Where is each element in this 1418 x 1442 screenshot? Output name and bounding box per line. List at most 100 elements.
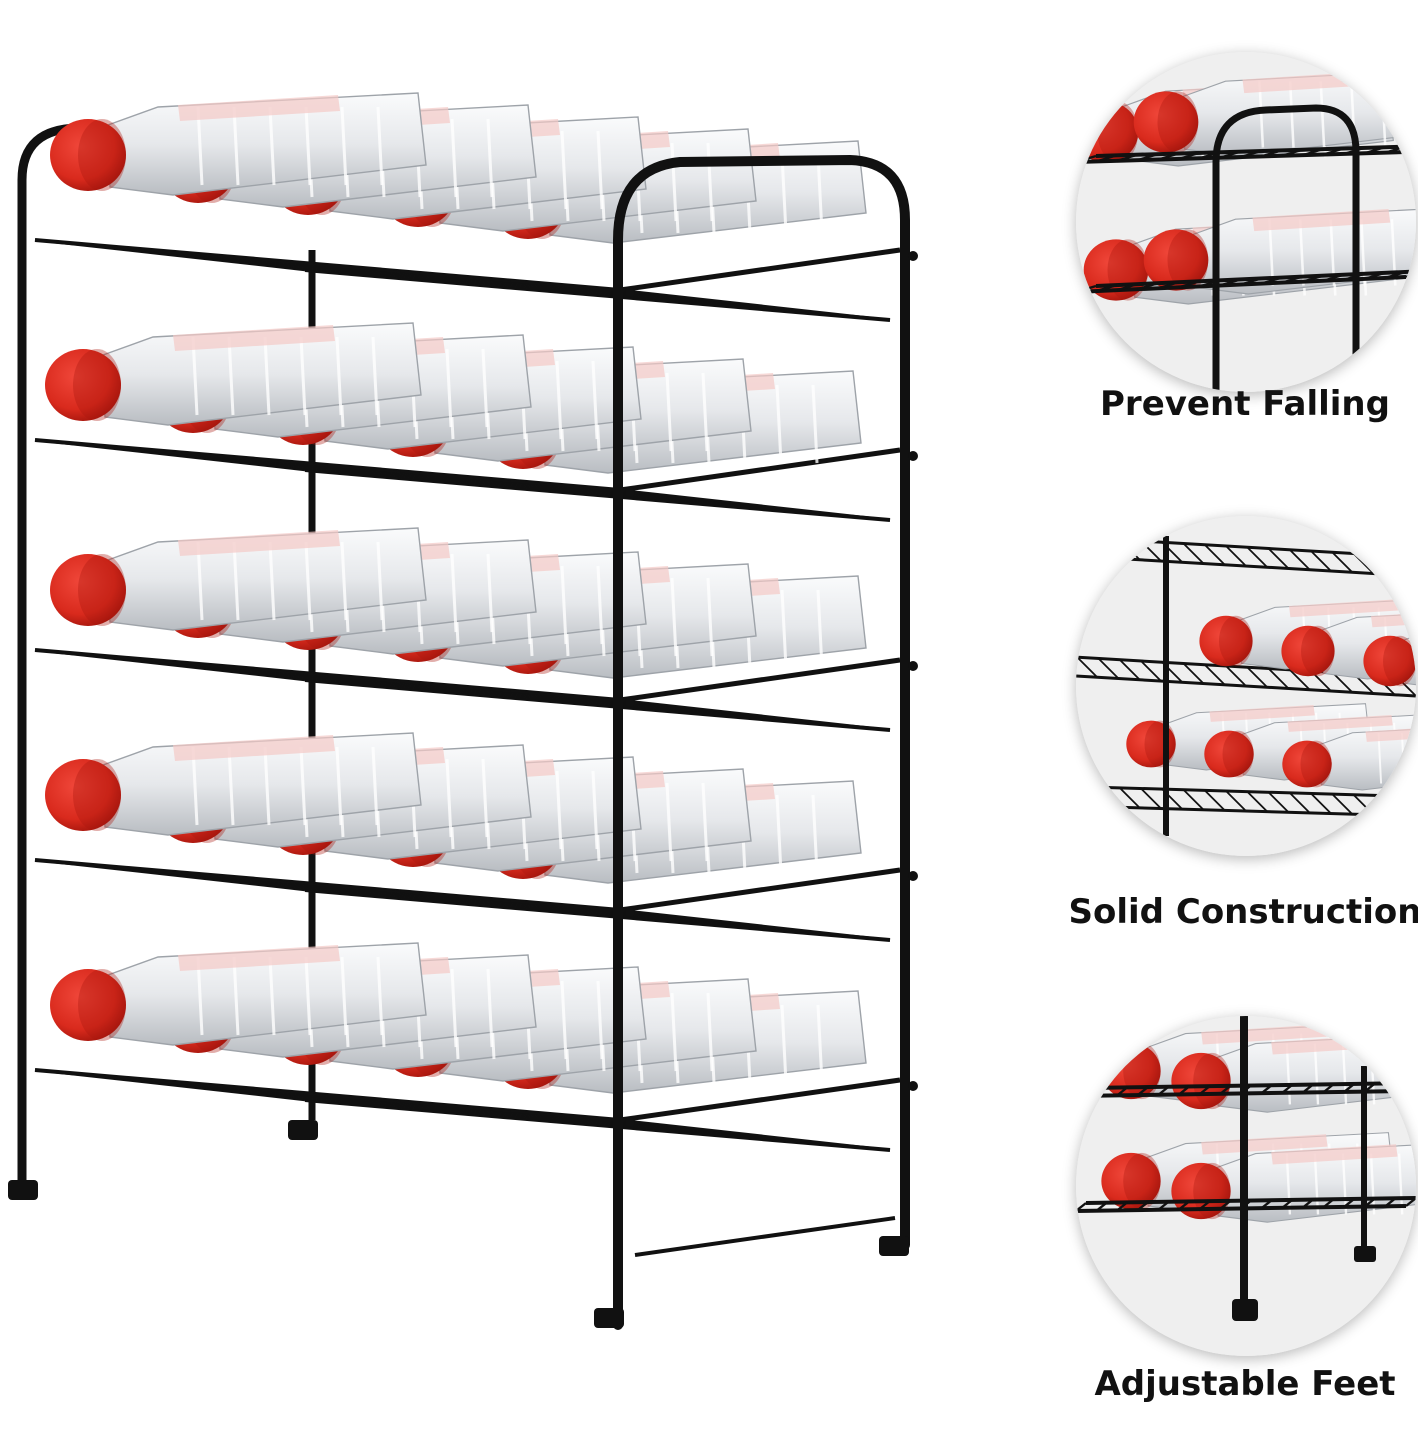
bottle-rib	[1258, 81, 1265, 148]
bottle-label	[178, 945, 340, 971]
shelf-wire	[1076, 154, 1097, 164]
shelf-wire	[1137, 152, 1159, 162]
solid-construction-label: Solid Construction	[1068, 892, 1418, 932]
bottle-cap	[1076, 101, 1139, 163]
bottle-rib	[1341, 1043, 1348, 1105]
water-bottle	[45, 732, 422, 836]
shelf-wire	[1096, 283, 1117, 293]
bottle-rib	[371, 746, 379, 826]
bottle-cap	[1282, 740, 1332, 788]
shelf-wire	[1097, 657, 1120, 680]
bottle-rib	[340, 541, 348, 621]
bottle-label	[1271, 1034, 1398, 1055]
water-bottle	[50, 527, 427, 631]
shelf-wire	[1385, 145, 1406, 154]
shelf-wire	[1225, 545, 1247, 567]
bottle-cap	[1143, 229, 1209, 291]
bottle-cap	[1204, 730, 1254, 778]
bottle-cap-rim	[1300, 740, 1332, 788]
shelf-wire	[1204, 664, 1226, 686]
bottle-cap-rim	[1383, 635, 1416, 687]
prevent-falling-detail-image	[1076, 52, 1416, 392]
bottle-cap-rim	[1193, 1162, 1231, 1220]
bottle-rib	[591, 770, 599, 850]
bottle-rib	[335, 336, 343, 416]
bottle-rib	[1369, 1043, 1376, 1105]
shelf-wire	[1260, 1084, 1273, 1095]
shelf-wire	[1158, 281, 1179, 290]
shelf-wire	[1281, 275, 1303, 284]
bottle-rib	[1400, 732, 1406, 784]
shelf-wire	[1095, 1201, 1108, 1212]
bottle-rib	[1397, 1043, 1404, 1105]
solid-construction-detail-svg	[1076, 516, 1416, 856]
shelf-wire	[1116, 282, 1138, 292]
bottle-rib	[450, 553, 458, 633]
bottle-rib	[227, 336, 235, 416]
bottle-rib	[299, 746, 307, 826]
shelf-wire	[1178, 280, 1200, 289]
bottle-rib	[811, 794, 819, 874]
bottle-rib	[706, 577, 714, 657]
rack-joint	[908, 1081, 918, 1091]
shelf-wire	[1219, 1199, 1232, 1210]
shelf-wire	[1261, 276, 1282, 285]
bottle-rib	[1285, 1153, 1292, 1215]
bottle-rib	[263, 336, 271, 416]
bottle-rib	[1319, 81, 1326, 148]
shelf-wire	[1310, 792, 1332, 815]
shelf-wire	[1204, 544, 1226, 566]
bottle-cap	[1101, 1042, 1161, 1100]
shelf-wire	[1310, 550, 1332, 572]
bottle-cap	[1101, 1152, 1161, 1210]
shelf-wire	[1097, 537, 1120, 560]
shelf-wire	[619, 288, 891, 322]
rack-front-frame	[613, 154, 910, 1330]
bottle-label	[1365, 728, 1416, 742]
shelf-wire	[1323, 273, 1344, 282]
shelf-wire	[1119, 659, 1141, 681]
rack-foot	[288, 1120, 318, 1140]
shelf-wire	[1220, 150, 1241, 159]
shelf-wire	[1331, 793, 1353, 815]
water-bottle	[45, 322, 422, 426]
rack-corner-frame	[1212, 104, 1360, 392]
shelf-wire	[619, 908, 891, 942]
adjustable-feet-detail-image	[1076, 1016, 1416, 1356]
bottle-rib	[780, 1004, 788, 1084]
rack-foot	[879, 1236, 909, 1256]
bottle-rib	[232, 106, 240, 186]
shelf-wire	[1225, 790, 1247, 812]
bottle-rib	[232, 956, 240, 1036]
bottle-label	[178, 530, 340, 556]
wire-shelf	[34, 1068, 891, 1152]
bottle-rib	[1268, 219, 1275, 286]
bottle-label	[173, 325, 335, 351]
rack-joint	[625, 287, 635, 297]
shelf-wire	[1267, 667, 1290, 690]
shelf-wire	[1140, 660, 1162, 682]
shelf-wire	[1157, 1085, 1170, 1096]
shelf-wire	[1322, 1198, 1335, 1209]
shelf-wire	[1289, 792, 1311, 814]
shelf-wire	[1225, 665, 1247, 687]
shelf-wire	[1119, 539, 1141, 561]
shelf-wire	[1095, 1086, 1108, 1097]
shelf-wire	[1302, 1083, 1314, 1094]
rack-joint	[908, 251, 918, 261]
shelf-wire	[1097, 786, 1120, 808]
shelf-wire	[1182, 789, 1205, 811]
adjustable-foot	[1354, 1246, 1376, 1262]
bottle-rib	[1298, 219, 1305, 286]
wire-shelf	[1076, 269, 1416, 294]
bottle-rib	[1377, 732, 1383, 784]
shelf-wire	[1385, 270, 1406, 280]
shelf-wire	[1140, 787, 1162, 810]
bottle-rib	[486, 118, 494, 198]
bottle-cap-rim	[73, 349, 121, 421]
shelf-wire	[1240, 277, 1262, 286]
bottle-rib	[555, 770, 563, 850]
bottle-rib	[670, 142, 678, 222]
shelf-wire	[1076, 1202, 1087, 1212]
shelf-wire	[1199, 1085, 1211, 1096]
